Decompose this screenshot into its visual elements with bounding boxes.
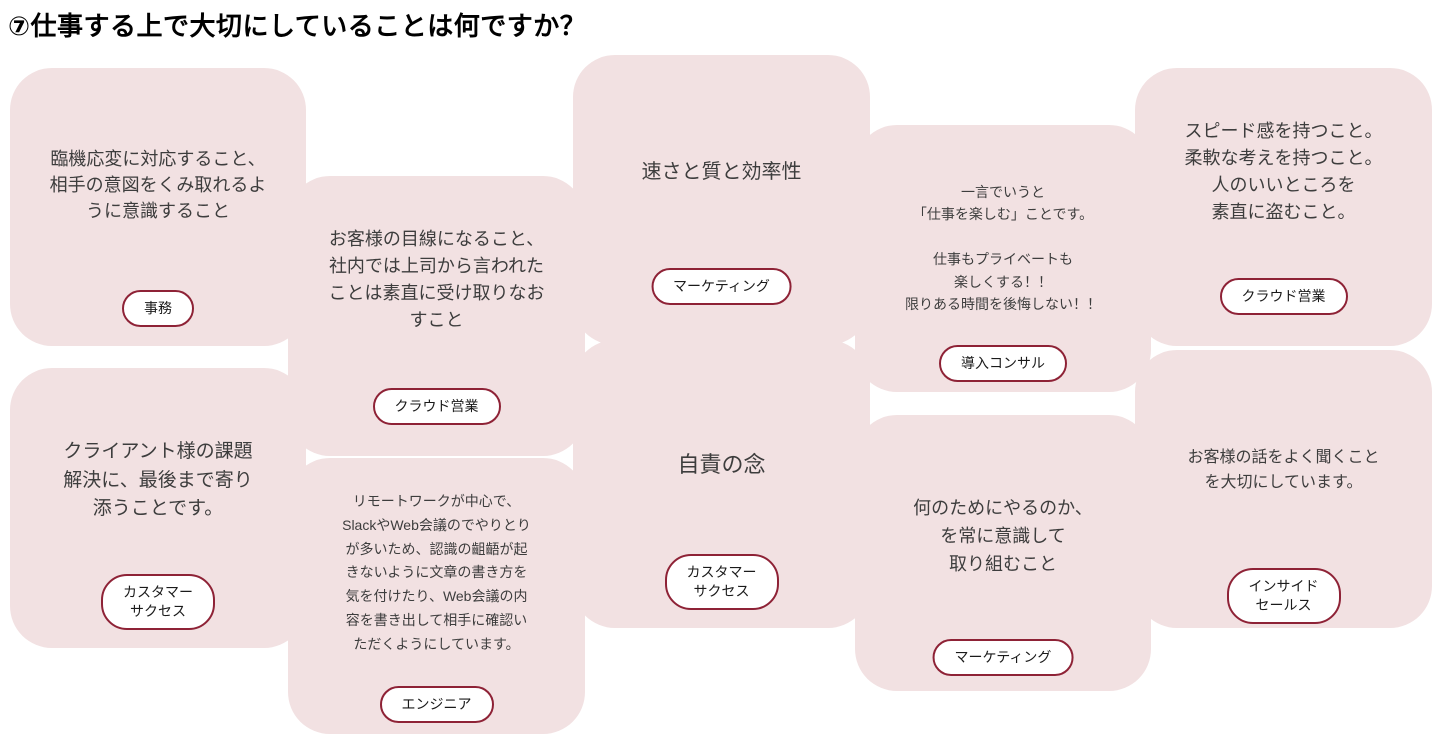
response-text: お客様の目線になること、 社内では上司から言われた ことは素直に受け取りなお す… (328, 229, 545, 330)
role-badge: 導入コンサル (939, 345, 1067, 382)
role-badge: カスタマー サクセス (664, 554, 779, 610)
role-badge: インサイド セールス (1226, 568, 1341, 624)
page-title: ⑦仕事する上で大切にしていることは何ですか？ (8, 11, 587, 41)
response-card-cloud-sales-2: スピード感を持つこと。 柔軟な考えを持つこと。 人のいいところを 素直に盗むこと… (1135, 68, 1432, 346)
response-text: 臨機応変に対応すること、 相手の意図をくみ取れるよ うに意識すること (49, 149, 267, 222)
response-card-engineer: リモートワークが中心で、 SlackやWeb会議のでやりとり が多いため、認識の… (288, 458, 585, 734)
response-card-marketing-1: 速さと質と効率性 マーケティング (573, 55, 870, 345)
response-text: リモートワークが中心で、 SlackやWeb会議のでやりとり が多いため、認識の… (342, 493, 531, 652)
role-badge: クラウド営業 (1219, 278, 1348, 315)
response-card-customer-success-2: 自責の念 カスタマー サクセス (573, 340, 870, 628)
response-text: 速さと質と効率性 (641, 161, 802, 183)
role-badge: カスタマー サクセス (101, 574, 215, 630)
role-badge: マーケティング (651, 268, 792, 305)
role-badge: エンジニア (379, 686, 494, 723)
role-badge: クラウド営業 (372, 388, 501, 425)
role-badge: マーケティング (932, 639, 1074, 676)
response-text: 一言でいうと 「仕事を楽しむ」ことです。 仕事もプライベートも 楽しくする！！ … (905, 184, 1101, 312)
response-card-jimu: 臨機応変に対応すること、 相手の意図をくみ取れるよ うに意識すること 事務 (10, 68, 306, 346)
response-card-donyu-consul: 一言でいうと 「仕事を楽しむ」ことです。 仕事もプライベートも 楽しくする！！ … (855, 125, 1151, 392)
response-card-inside-sales: お客様の話をよく聞くこと を大切にしています。 インサイド セールス (1135, 350, 1432, 628)
response-card-cloud-sales-1: お客様の目線になること、 社内では上司から言われた ことは素直に受け取りなお す… (288, 176, 585, 456)
response-text: 何のためにやるのか、 を常に意識して 取り組むこと (913, 498, 1093, 574)
response-card-marketing-2: 何のためにやるのか、 を常に意識して 取り組むこと マーケティング (855, 415, 1151, 691)
response-text: お客様の話をよく聞くこと を大切にしています。 (1187, 449, 1380, 491)
role-badge: 事務 (122, 290, 194, 327)
response-text: スピード感を持つこと。 柔軟な考えを持つこと。 人のいいところを 素直に盗むこと… (1184, 121, 1383, 222)
response-text: クライアント様の課題 解決に、最後まで寄り 添うことです。 (63, 441, 253, 519)
response-text: 自責の念 (677, 452, 766, 477)
response-card-customer-success-1: クライアント様の課題 解決に、最後まで寄り 添うことです。 カスタマー サクセス (10, 368, 306, 648)
